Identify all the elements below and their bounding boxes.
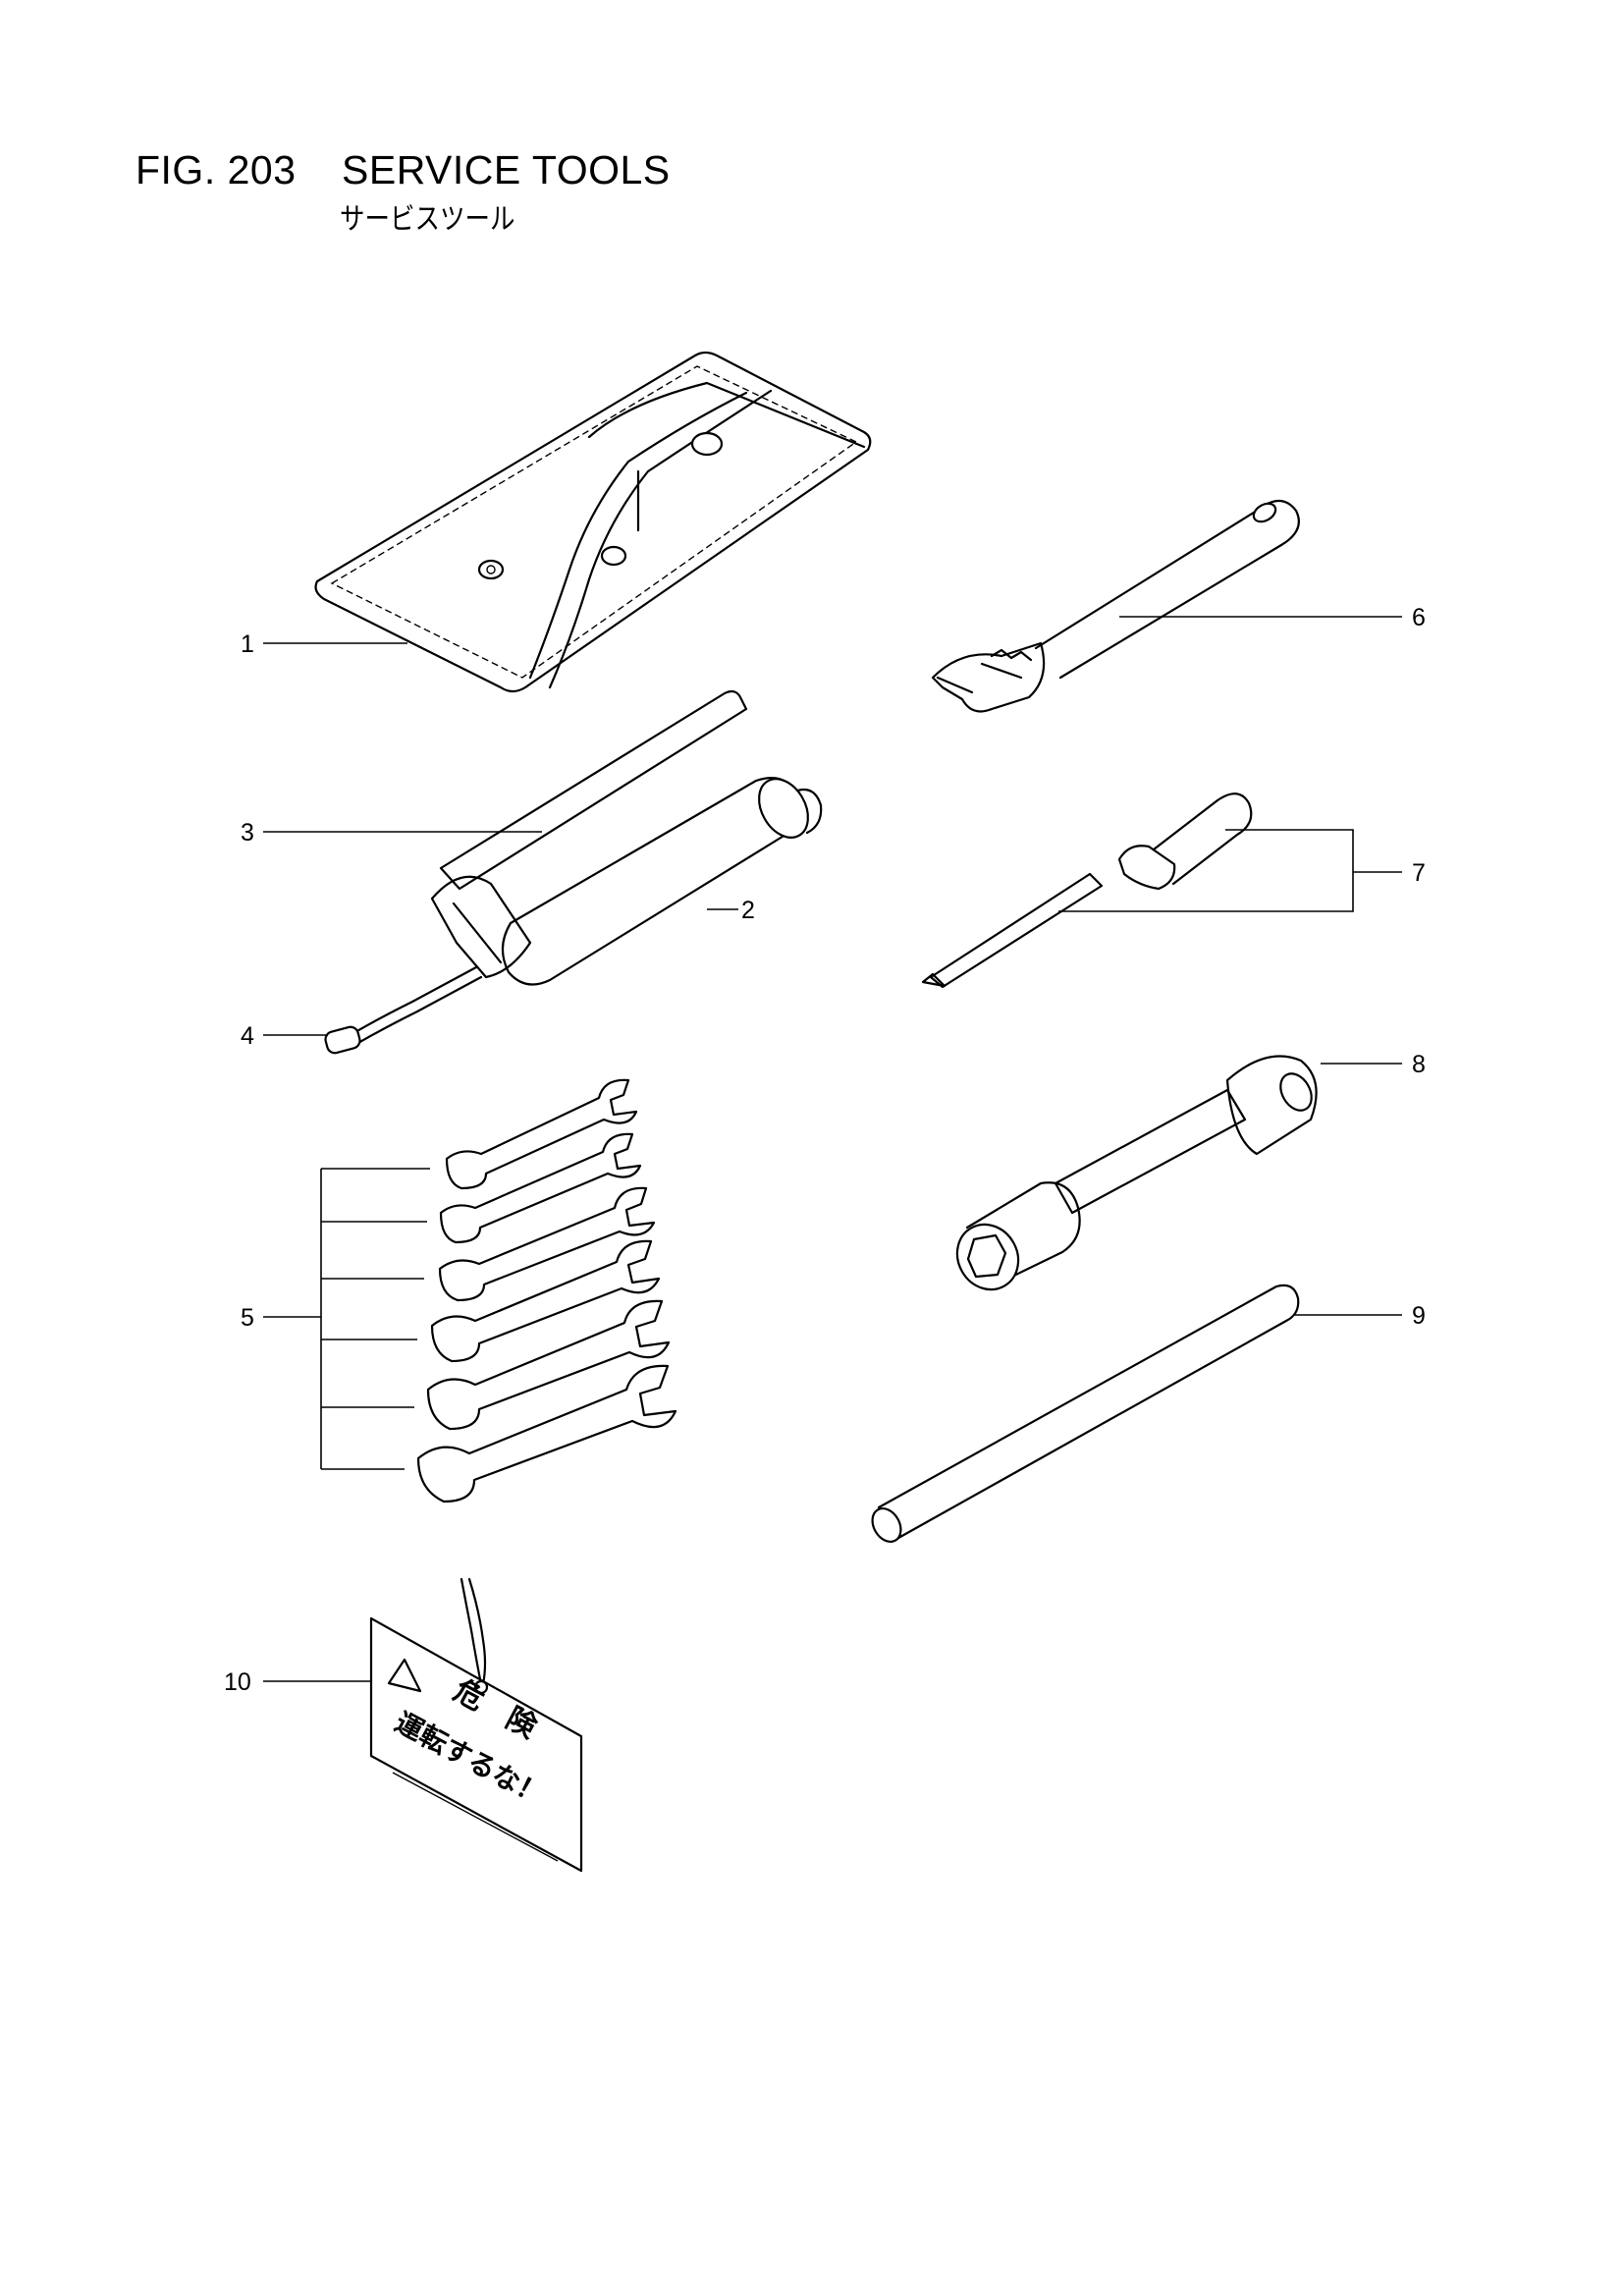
callout-10: 10 [224,1668,251,1696]
callout-3: 3 [241,819,254,847]
figure-subtitle: サービスツール [340,202,515,237]
figure-name: SERVICE TOOLS [342,147,671,192]
warning-tag: 危 険 運転するな！ [369,1577,583,1873]
warning-line-1: 危 険 [448,1673,543,1746]
figure-title: FIG. 203 SERVICE TOOLS [135,147,671,193]
tommy-bar [871,1284,1300,1544]
callout-9: 9 [1412,1302,1426,1330]
callout-1: 1 [241,630,254,658]
callout-6: 6 [1412,604,1426,631]
figure-number: FIG. 203 [135,147,297,192]
callout-5: 5 [241,1304,254,1332]
adjustable-wrench [931,499,1300,713]
callout-labels: 1 2 3 4 5 6 7 8 9 10 [224,604,1426,1696]
tool-bag [314,351,872,693]
open-end-wrench-set [416,1078,677,1503]
leader-lines [263,616,1402,1682]
callout-7: 7 [1412,859,1426,887]
screwdriver-set [921,793,1253,989]
callout-8: 8 [1412,1051,1426,1078]
callout-4: 4 [241,1022,254,1050]
box-socket-wrench [955,1055,1318,1291]
grease-gun [324,689,823,1055]
callout-2: 2 [741,897,755,924]
